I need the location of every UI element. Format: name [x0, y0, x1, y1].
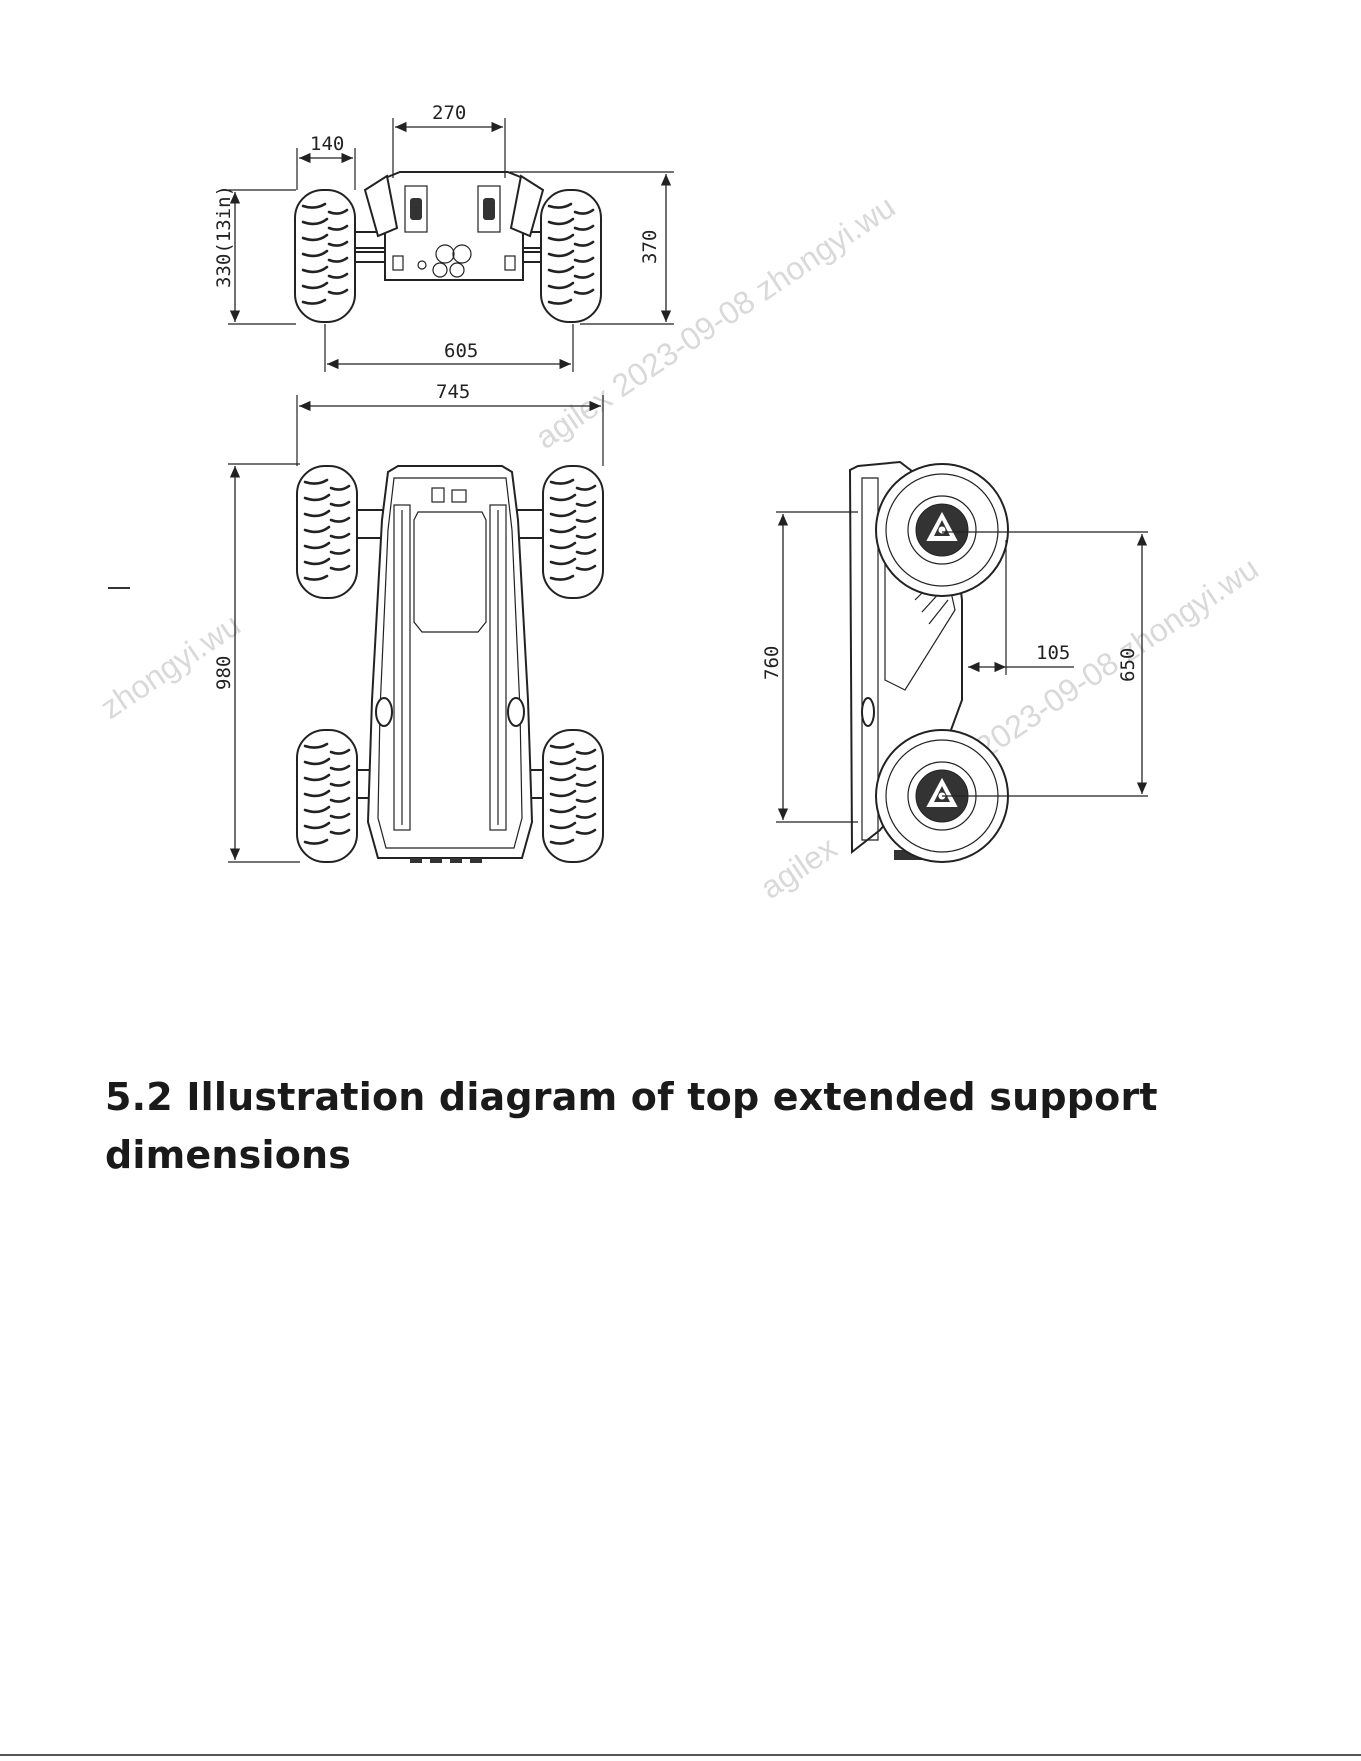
dim-label-top-width: 270 [432, 102, 466, 124]
watermark-text: agilex [754, 829, 843, 906]
dim-label-offset: 105 [1036, 642, 1070, 664]
dim-label-body-length: 760 [761, 646, 783, 680]
dim-label-wheel-width: 140 [310, 133, 344, 155]
footer-divider [0, 1754, 1361, 1756]
watermark-layer: agilex 2023-09-08 zhongyi.wu zhongyi.wu … [94, 188, 1265, 906]
dim-label-track-width: 605 [444, 340, 478, 362]
dim-label-overall-width: 745 [436, 381, 470, 403]
side-view [850, 462, 1008, 862]
dim-label-overall-height: 370 [639, 230, 661, 264]
top-view [297, 466, 603, 863]
dim-label-overall-length: 980 [213, 656, 235, 690]
dimension-drawing: agilex 2023-09-08 zhongyi.wu zhongyi.wu … [0, 0, 1361, 1000]
front-view [295, 172, 601, 322]
section-heading: 5.2 Illustration diagram of top extended… [105, 1068, 1205, 1184]
dim-label-body-height: 330(13in) [213, 185, 235, 288]
dim-label-wheelbase: 650 [1117, 648, 1139, 682]
